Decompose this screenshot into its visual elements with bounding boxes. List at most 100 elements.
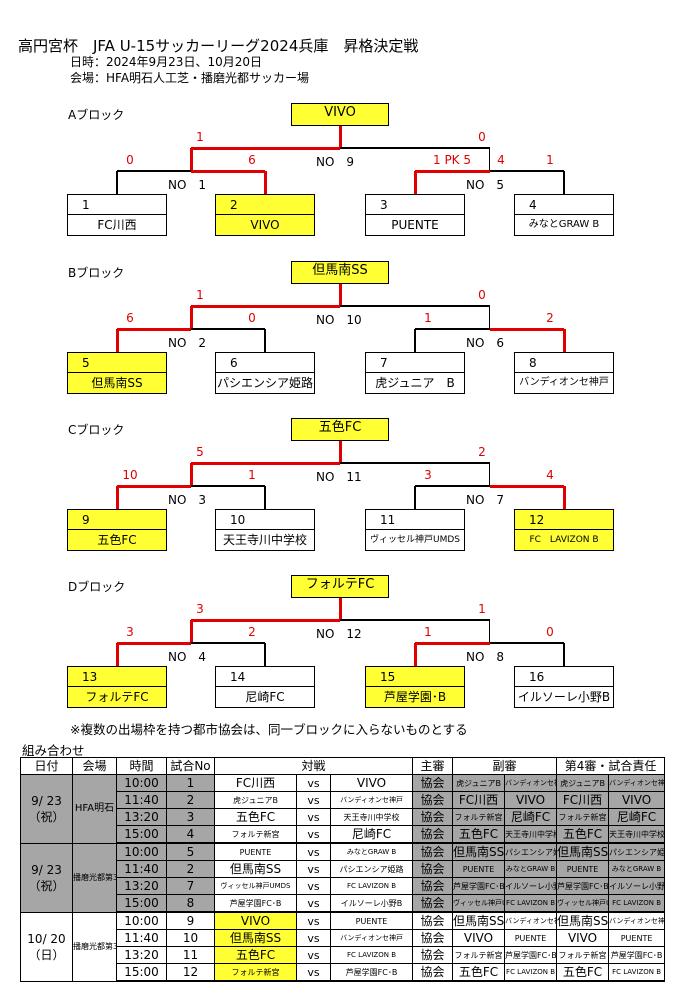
bracket-line <box>117 484 191 488</box>
cell-a2: PUENTE <box>504 929 558 947</box>
bracket-line <box>562 329 566 352</box>
final-score-left: 1 <box>196 130 204 144</box>
team-name: FC LAVIZON B <box>529 535 599 545</box>
cell-f2: みなとGRAW B <box>608 860 666 878</box>
cell-f2: FC LAVIZON B <box>608 894 666 913</box>
final-score-left: 1 <box>196 288 204 302</box>
cell-no: 10 <box>166 929 215 947</box>
bracket-line <box>264 486 266 509</box>
bracket-line <box>191 328 265 330</box>
cell-ref: 協会 <box>412 825 454 844</box>
team-number: 15 <box>366 667 464 687</box>
cell-no: 5 <box>166 842 215 861</box>
block-winner: 五色FC <box>291 418 389 441</box>
cell-f2: バンディオンセ神戸 <box>608 911 666 930</box>
cell-home: 五色FC <box>214 808 297 826</box>
cell-f2: イルソーレ小野B <box>608 877 666 895</box>
cell-vs: vs <box>296 808 331 826</box>
bracket-line <box>117 170 191 172</box>
semi-score: 6 <box>248 153 256 167</box>
bracket-line <box>191 146 340 150</box>
schedule-table: 日付 会場 時間 試合No 対戦 主審 副審 第4審・試合責任 9/ 23（祝）… <box>20 757 666 982</box>
cell-no: 2 <box>166 791 215 809</box>
semi-match-no: NO 5 <box>466 178 505 192</box>
final-score-right: 2 <box>478 445 486 459</box>
semi-match-no: NO 1 <box>168 178 207 192</box>
bracket-line <box>413 171 417 194</box>
block-label: Dブロック <box>68 580 126 594</box>
team-number: 9 <box>68 510 166 530</box>
cell-home: FC川西 <box>214 774 297 792</box>
team-name: バンディオンセ神戸 <box>519 377 609 388</box>
cell-vs: vs <box>296 791 331 809</box>
cell-ref: 協会 <box>412 894 454 913</box>
bracket-line <box>191 169 265 173</box>
bracket-line <box>117 641 191 645</box>
cell-f1: PUENTE <box>556 860 610 878</box>
semi-score: 1 <box>424 311 432 325</box>
col-assistant: 副審 <box>452 757 558 775</box>
team-number: 10 <box>216 510 314 530</box>
team-number: 4 <box>515 195 613 215</box>
semi-score: 3 <box>126 625 134 639</box>
cell-no: 2 <box>166 860 215 878</box>
bracket-line <box>562 486 566 509</box>
bracket-line <box>340 305 490 307</box>
team-name: PUENTE <box>391 218 439 232</box>
cell-f2: 芦屋学園FC･B <box>608 946 666 964</box>
cell-no: 11 <box>166 946 215 964</box>
cell-ref: 協会 <box>412 929 454 947</box>
semi-match-no: NO 8 <box>466 650 505 664</box>
cell-no: 12 <box>166 963 215 982</box>
semi-score: 6 <box>126 311 134 325</box>
cell-away: 天王寺川中学校 <box>329 808 414 826</box>
team-number: 13 <box>68 667 166 687</box>
cell-a1: VIVO <box>452 929 506 947</box>
bracket-line <box>191 304 340 308</box>
bracket-line <box>340 147 490 149</box>
col-referee: 主審 <box>412 757 454 775</box>
cell-ref: 協会 <box>412 774 454 792</box>
team-number: 5 <box>68 353 166 373</box>
semi-match-no: NO 4 <box>168 650 207 664</box>
bracket-line <box>489 327 564 331</box>
semi-match-no: NO 3 <box>168 493 207 507</box>
cell-f1: 虎ジュニアB <box>556 774 610 792</box>
bracket-line <box>414 329 416 352</box>
col-match-no: 試合No <box>166 757 215 775</box>
cell-away: 尼崎FC <box>329 825 414 844</box>
cell-a1: 五色FC <box>452 825 506 844</box>
cell-ref: 協会 <box>412 911 454 930</box>
bracket-line <box>488 306 491 329</box>
cell-a2: イルソーレ小野B <box>504 877 558 895</box>
bracket-line <box>338 441 342 463</box>
bracket-line <box>488 620 491 643</box>
semi-score: 10 <box>122 468 138 482</box>
cell-f1: 但馬南SS <box>556 911 610 930</box>
team-name: イルソーレ小野B <box>517 690 611 704</box>
bracket-line <box>415 641 490 645</box>
cell-vs: vs <box>296 825 331 844</box>
bracket-line <box>189 620 193 643</box>
cell-a2: 芦屋学園FC･B <box>504 946 558 964</box>
team-number: 3 <box>366 195 464 215</box>
team-name: VIVO <box>250 218 280 232</box>
team-number: 7 <box>366 353 464 373</box>
bracket-line <box>563 171 565 194</box>
cell-time: 11:40 <box>116 860 167 878</box>
bracket-line <box>115 643 119 666</box>
final-match-no: NO 9 <box>316 155 355 169</box>
cell-no: 7 <box>166 877 215 895</box>
cell-vs: vs <box>296 946 331 964</box>
team-name: 五色FC <box>97 533 137 547</box>
cell-f2: 天王寺川中学校 <box>608 825 666 844</box>
